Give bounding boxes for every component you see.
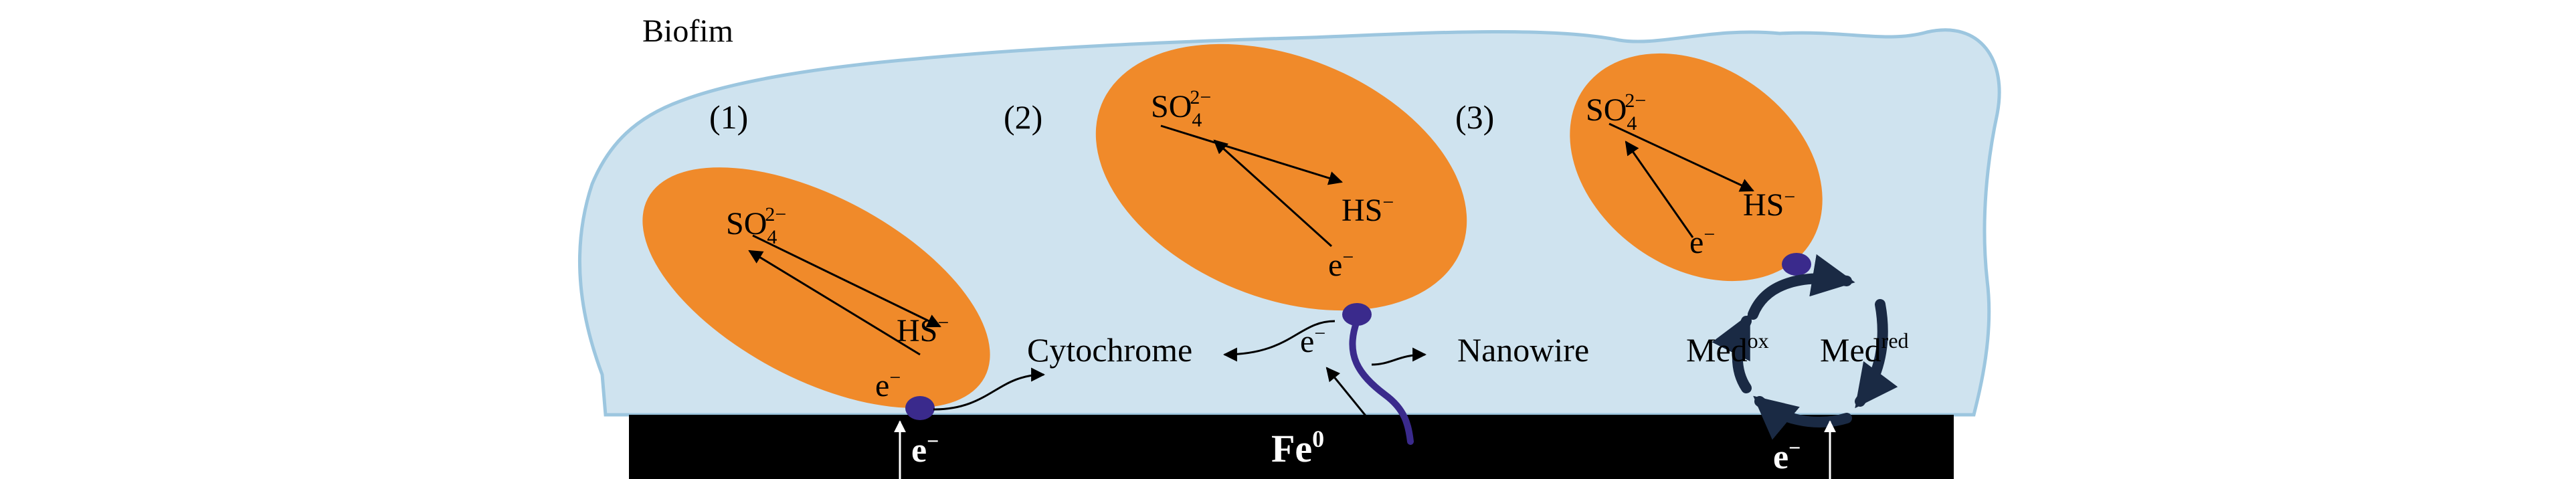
nanowire-label: Nanowire	[1457, 331, 1589, 369]
nanowire-electron-arrow	[1325, 367, 1372, 422]
biofilm-label: Biofim	[642, 13, 733, 49]
sulfide-label-2: HS−	[1342, 191, 1394, 228]
sulfate-label-3: SO42−	[1586, 90, 1646, 134]
sulfide-label-1: HS−	[897, 312, 949, 349]
electron-label-2: e−	[1328, 246, 1354, 283]
mechanism-number-2: (2)	[1004, 98, 1042, 136]
mechanism-number-3: (3)	[1455, 98, 1494, 136]
metal-electron-label-2: e−	[1773, 436, 1801, 476]
mechanism-number-1: (1)	[709, 98, 748, 136]
metal-substrate	[629, 415, 1954, 479]
nanowire-arrow	[1371, 347, 1427, 366]
cytochrome-contact-1	[905, 396, 935, 420]
electron-label-1: e−	[875, 367, 901, 403]
cytochrome-arrow-2	[1222, 320, 1336, 362]
bacterium-cell-2: SO42− HS− e−	[1095, 43, 1467, 326]
mediator-red-label: Medred	[1820, 328, 1909, 369]
electron-label-3: e−	[1689, 223, 1715, 260]
nanowire-electron-label: e−	[1300, 322, 1325, 359]
mediator-ox-label: Medox	[1686, 328, 1769, 369]
metal-symbol: Fe0	[1271, 425, 1324, 470]
bacterium-cell-3: SO42− HS− e−	[1570, 53, 1823, 282]
metal-electron-label-1: e−	[911, 429, 939, 470]
sulfide-label-3: HS−	[1743, 186, 1795, 223]
mediator-contact	[1782, 253, 1811, 276]
sulfate-label-2: SO42−	[1151, 86, 1211, 131]
sulfate-label-1: SO42−	[726, 203, 786, 248]
nanowire-contact	[1342, 303, 1372, 326]
cytochrome-label: Cytochrome	[1027, 331, 1192, 369]
cytochrome-arrow	[933, 367, 1046, 411]
bacterium-cell-1: SO42− HS− e−	[642, 167, 990, 420]
nanowire	[1349, 318, 1414, 445]
